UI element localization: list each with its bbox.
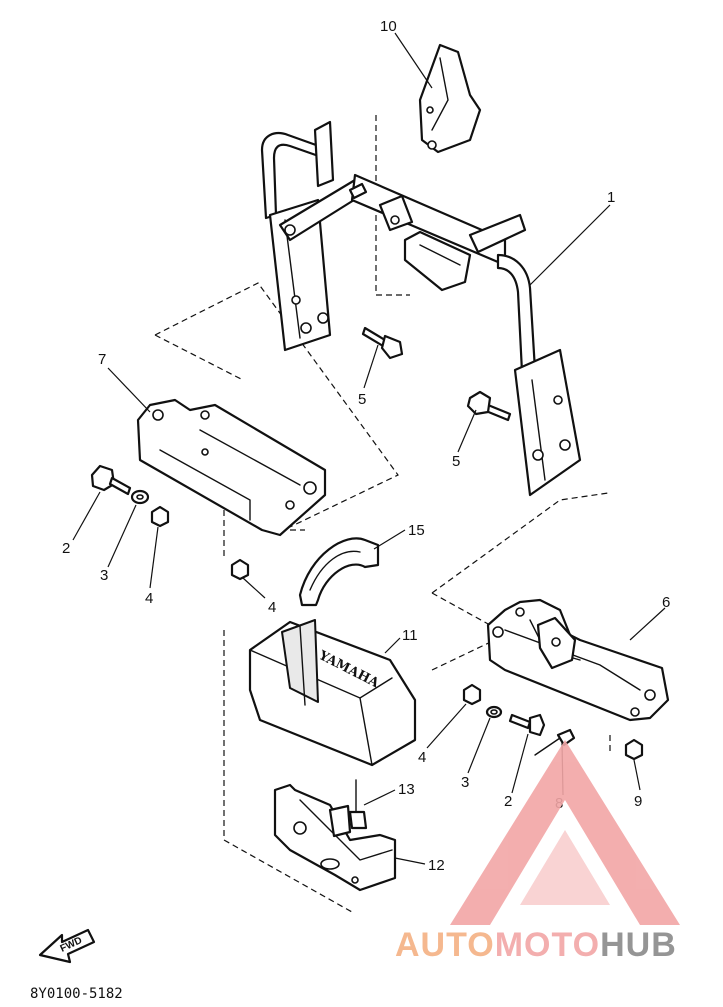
- diagram-code: 8Y0100-5182: [30, 986, 123, 1002]
- callout-12: 12: [428, 857, 445, 874]
- left-hardware: [90, 464, 250, 581]
- callout-6: 6: [662, 594, 670, 611]
- callout-5-left: 5: [358, 391, 366, 408]
- callout-2-left: 2: [62, 540, 70, 557]
- callout-10: 10: [380, 18, 397, 35]
- battery-11: YAMAHA: [248, 619, 417, 767]
- pin-13: [348, 779, 368, 830]
- left-mount-bracket-7: [136, 398, 327, 537]
- callout-4-center: 4: [268, 599, 276, 616]
- svg-text:AUTOMOTOHUB: AUTOMOTOHUB: [395, 926, 677, 964]
- automotohub-watermark: AUTOMOTOHUB: [395, 740, 680, 964]
- right-mount-bracket-6: [486, 598, 670, 722]
- callout-4-right: 4: [418, 749, 426, 766]
- callout-15: 15: [408, 522, 425, 539]
- bolt-5-left: [361, 326, 404, 360]
- bolt-5-right: [466, 390, 512, 422]
- callout-3-left: 3: [100, 567, 108, 584]
- watermark-hub: HUB: [600, 926, 677, 964]
- right-hardware: [462, 683, 644, 761]
- callout-4-left: 4: [145, 590, 153, 607]
- callout-3-right: 3: [461, 774, 469, 791]
- handle-frame: [260, 120, 582, 497]
- callout-13: 13: [398, 781, 415, 798]
- callout-5-right: 5: [452, 453, 460, 470]
- callout-7: 7: [98, 351, 106, 368]
- upper-bracket-10: [418, 43, 482, 154]
- callout-11: 11: [402, 627, 418, 644]
- battery-tray-12: [273, 783, 397, 892]
- battery-strap-15: [298, 537, 380, 607]
- watermark-moto: MOTO: [495, 926, 600, 964]
- forward-direction-arrow: FWD: [38, 928, 96, 964]
- callout-1: 1: [607, 189, 615, 206]
- callout-9: 9: [634, 793, 642, 810]
- watermark-triangle-logo: [450, 740, 680, 925]
- callout-leader-lines: [72, 32, 666, 865]
- watermark-auto: AUTO: [395, 926, 495, 964]
- callout-2-right: 2: [504, 793, 512, 810]
